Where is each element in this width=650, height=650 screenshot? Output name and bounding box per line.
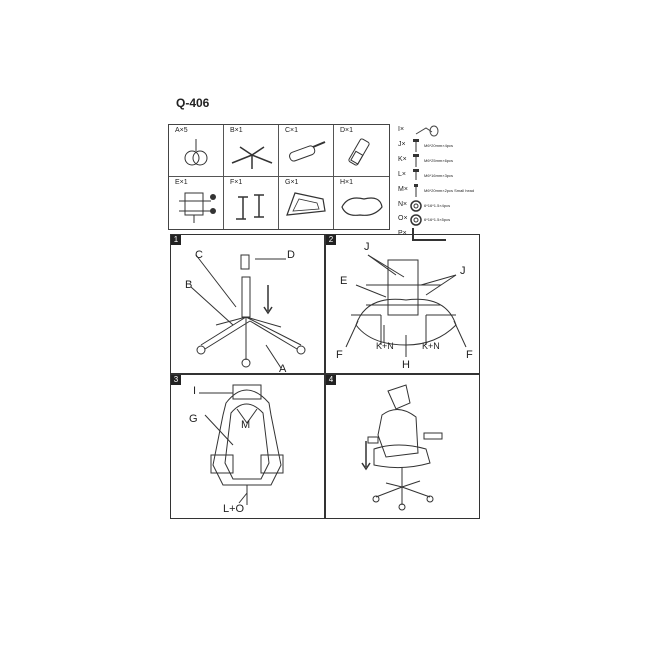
base-assembly-drawing [190, 254, 306, 369]
allen-key-icon [412, 228, 446, 241]
step-number: 2 [326, 235, 336, 245]
seat-mechanism-icon [179, 192, 216, 223]
backrest-assembly-drawing [199, 384, 284, 505]
allen-key-small-icon [415, 125, 439, 137]
step-number: 4 [326, 375, 336, 385]
hardware-desc: 6*16*1.5×4pcs [424, 203, 451, 208]
bolt-icon [413, 154, 419, 167]
hardware-label: I× [398, 126, 405, 133]
callout-lo: L+O [223, 503, 245, 515]
hardware-desc: M6*25mm×6pcs [424, 158, 454, 163]
part-cell-g: G×1 [279, 177, 334, 229]
callout-f-right: F [466, 349, 473, 361]
bolt-icon [414, 184, 418, 197]
part-label: D×1 [340, 127, 354, 134]
part-label: C×1 [285, 127, 299, 134]
hardware-label: O× [398, 215, 408, 222]
callout-c: C [195, 249, 203, 261]
step-number: 3 [171, 375, 181, 385]
callout-m: M [241, 419, 251, 431]
step-number: 1 [171, 235, 181, 245]
star-base-icon [231, 146, 273, 169]
part-label: E×1 [175, 179, 188, 186]
callout-b: B [185, 279, 193, 291]
callout-f-left: F [336, 349, 343, 361]
step-3-panel: 3 I M G L+O [170, 374, 325, 519]
part-cell-a: A×5 [169, 125, 224, 177]
callout-g: G [189, 413, 198, 425]
step-2-panel: 2 J J E F F K+N K+N H [325, 234, 480, 374]
callout-j-right: J [460, 265, 466, 277]
callout-j-left: J [364, 241, 370, 253]
callout-e: E [340, 275, 348, 287]
seat-mechanism-assembly-drawing [345, 254, 467, 357]
model-title: Q-406 [176, 96, 210, 110]
part-cell-b: B×1 [224, 125, 279, 177]
part-label: H×1 [340, 179, 354, 186]
gas-cylinder-icon [289, 141, 326, 162]
hardware-label: K× [398, 156, 407, 163]
bolt-icon [413, 169, 419, 180]
backrest-frame-icon [286, 192, 326, 216]
washer-icon [410, 200, 422, 212]
part-cell-d: D×1 [334, 125, 389, 177]
step-4-panel: 4 [325, 374, 480, 519]
armrest-pair-icon [236, 194, 264, 220]
completed-chair-drawing [361, 384, 443, 511]
part-cell-c: C×1 [279, 125, 334, 177]
part-cell-h: H×1 [334, 177, 389, 229]
hardware-desc: M6*20mm×2pcs Small head [424, 188, 475, 193]
washer-icon [410, 214, 422, 226]
callout-kn-right: K+N [422, 341, 440, 351]
hardware-desc: 6*16*1.5×5pcs [424, 217, 451, 222]
part-cell-e: E×1 [169, 177, 224, 229]
callout-d: D [287, 249, 295, 261]
step-1-panel: 1 C D B A [170, 234, 325, 375]
hardware-label: P× [398, 230, 407, 237]
cylinder-cover-icon [348, 138, 370, 166]
hardware-label: J× [398, 141, 406, 148]
hardware-label: M× [398, 186, 408, 193]
parts-table: A×5 B×1 C×1 D×1 E×1 [168, 124, 390, 230]
callout-kn-left: K+N [376, 341, 394, 351]
hardware-desc: M6*16mm×3pcs [424, 173, 454, 178]
seat-cushion-icon [341, 197, 383, 216]
caster-wheel-icon [184, 139, 208, 166]
part-cell-f: F×1 [224, 177, 279, 229]
part-label: A×5 [175, 127, 188, 134]
part-label: F×1 [230, 179, 243, 186]
callout-a: A [279, 363, 287, 375]
part-label: G×1 [285, 179, 299, 186]
hardware-label: N× [398, 201, 408, 208]
hardware-list: I× J× M6*20mm×4pcs K× M6*25mm×6pcs L× M6… [398, 124, 498, 254]
callout-i: I [193, 385, 197, 397]
callout-h: H [402, 359, 410, 371]
hardware-label: L× [398, 171, 406, 178]
hardware-desc: M6*20mm×4pcs [424, 143, 454, 148]
bolt-icon [413, 139, 419, 152]
part-label: B×1 [230, 127, 243, 134]
